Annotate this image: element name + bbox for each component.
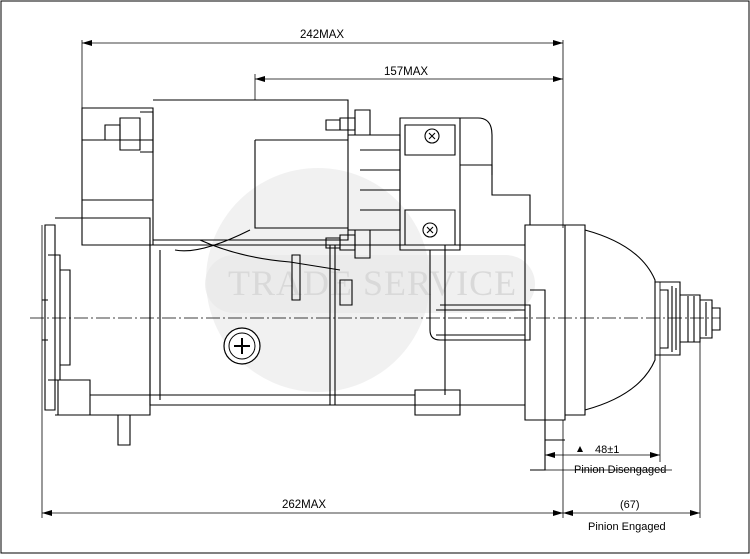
drive-housing xyxy=(524,224,566,421)
pinion-travel-label: 48±1 xyxy=(595,444,619,456)
bottom-terminal xyxy=(117,415,131,446)
watermark-text: TRADE SERVICE xyxy=(228,263,517,303)
terminal-screw xyxy=(223,327,261,365)
dimension-262: 262MAX xyxy=(41,225,564,518)
pinion-engaged-label: Pinion Engaged xyxy=(588,521,666,533)
watermark-band xyxy=(205,255,535,313)
dimension-242-label: 242MAX xyxy=(300,29,344,41)
front-foot xyxy=(414,389,461,416)
contact-bolt-top xyxy=(354,109,371,136)
terminal-block xyxy=(81,107,154,246)
terminal-nut xyxy=(119,117,141,151)
watermark: TRADE SERVICE xyxy=(205,168,535,392)
cap-screw-bottom xyxy=(422,222,438,238)
rear-cover xyxy=(44,224,56,411)
yoke-outline xyxy=(149,240,525,406)
rear-foot xyxy=(57,379,91,416)
dimension-157-label: 157MAX xyxy=(384,66,428,78)
dimension-242: 242MAX xyxy=(81,29,564,228)
dimension-157: 157MAX xyxy=(254,66,563,100)
dimension-pinion-engaged: (67) Pinion Engaged xyxy=(563,342,701,533)
pinion-disengaged-label: Pinion Disengaged xyxy=(574,464,666,476)
solenoid-cap xyxy=(399,117,461,251)
nose-cone xyxy=(584,229,656,411)
rear-housing xyxy=(55,217,151,416)
wire-harness xyxy=(199,239,341,271)
pinion-engaged-value: (67) xyxy=(620,499,640,511)
dimension-262-label: 262MAX xyxy=(282,499,326,511)
shift-lever xyxy=(429,250,531,341)
pinion xyxy=(655,281,681,356)
solenoid-housing xyxy=(153,99,349,241)
motor-outline xyxy=(42,99,721,471)
dimension-pinion-disengaged: 48±1 Pinion Disengaged xyxy=(545,282,672,476)
cap-screw-top xyxy=(424,128,440,144)
